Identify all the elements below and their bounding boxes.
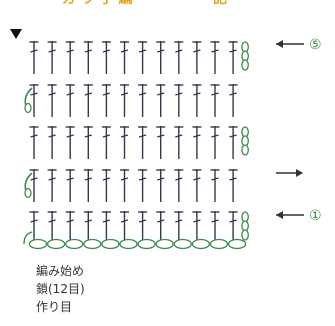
arrow-head-right: [296, 169, 303, 177]
double-crochet-stitch: [101, 41, 111, 74]
row-number-label: ①: [309, 208, 322, 224]
double-crochet-stitch: [192, 84, 202, 117]
double-crochet-stitch: [83, 211, 93, 244]
foundation-label-line2: 鎖(12目): [36, 282, 85, 296]
double-crochet-stitch: [101, 126, 111, 159]
double-crochet-stitch: [83, 169, 93, 202]
double-crochet-stitch: [192, 126, 202, 159]
double-crochet-stitch: [138, 211, 148, 244]
turning-chain: [241, 229, 249, 241]
foundation-label-line1: 編み始め: [36, 264, 85, 278]
double-crochet-stitch: [120, 211, 129, 244]
double-crochet-stitch: [174, 84, 184, 117]
double-crochet-stitch: [210, 211, 220, 244]
double-crochet-stitch: [210, 126, 220, 159]
double-crochet-stitch: [156, 126, 166, 159]
double-crochet-stitch: [47, 84, 57, 117]
double-crochet-stitch: [47, 169, 57, 202]
double-crochet-stitch: [120, 169, 129, 202]
double-crochet-stitch: [192, 41, 202, 74]
double-crochet-stitch: [156, 211, 166, 244]
double-crochet-stitch: [47, 126, 57, 159]
double-crochet-stitch: [228, 126, 238, 159]
foundation-chain-stitch: [191, 238, 211, 250]
arrow-head-left: [276, 211, 283, 219]
double-crochet-stitch: [174, 169, 184, 202]
foundation-chain-stitch: [83, 238, 102, 250]
turning-chain: [241, 59, 249, 71]
double-crochet-stitch: [228, 211, 238, 244]
double-crochet-stitch: [83, 41, 93, 74]
double-crochet-stitch: [101, 84, 111, 117]
double-crochet-stitch: [29, 211, 39, 244]
double-crochet-stitch: [228, 84, 238, 117]
double-crochet-stitch: [65, 126, 75, 159]
double-crochet-stitch: [47, 41, 57, 74]
foundation-chain-stitch: [46, 238, 66, 250]
double-crochet-stitch: [228, 169, 238, 202]
double-crochet-stitch: [138, 84, 148, 117]
double-crochet-stitch: [174, 41, 184, 74]
double-crochet-stitch: [228, 41, 238, 74]
foundation-chain-stitch: [28, 238, 48, 250]
double-crochet-stitch: [47, 211, 57, 244]
foundation-chain-stitch: [227, 238, 247, 250]
foundation-chain-stitch: [173, 238, 192, 250]
double-crochet-stitch: [156, 84, 166, 117]
foundation-label: 編み始め 鎖(12目) 作り目: [36, 262, 85, 316]
double-crochet-stitch: [120, 84, 129, 117]
double-crochet-stitch: [138, 41, 148, 74]
double-crochet-stitch: [120, 41, 129, 74]
double-crochet-stitch: [29, 126, 39, 159]
double-crochet-stitch: [29, 84, 39, 117]
double-crochet-stitch: [210, 41, 220, 74]
foundation-chain-end: [23, 231, 33, 245]
double-crochet-stitch: [156, 41, 166, 74]
arrow-head-left: [276, 40, 283, 48]
double-crochet-stitch: [192, 211, 202, 244]
double-crochet-stitch: [65, 41, 75, 74]
double-crochet-stitch: [192, 169, 202, 202]
foundation-chain-stitch: [155, 238, 174, 250]
foundation-chain-stitch: [209, 238, 229, 250]
foundation-label-line3: 作り目: [36, 300, 73, 314]
double-crochet-stitch: [138, 169, 148, 202]
row-number-label: ⑤: [309, 37, 322, 53]
double-crochet-stitch: [29, 41, 39, 74]
turning-chain: [24, 187, 32, 199]
start-marker-triangle: [10, 29, 22, 39]
double-crochet-stitch: [210, 84, 220, 117]
double-crochet-stitch: [138, 126, 148, 159]
double-crochet-stitch: [65, 211, 75, 244]
double-crochet-stitch: [83, 126, 93, 159]
foundation-chain-stitch: [119, 238, 138, 250]
double-crochet-stitch: [83, 84, 93, 117]
double-crochet-stitch: [174, 126, 184, 159]
foundation-chain-stitch: [137, 238, 156, 250]
foundation-chain-stitch: [65, 238, 84, 250]
double-crochet-stitch: [174, 211, 184, 244]
double-crochet-stitch: [101, 211, 111, 244]
double-crochet-stitch: [156, 169, 166, 202]
header-title-partial: ガ ラ 手 編 ― ― ― ― 記: [62, 0, 227, 7]
double-crochet-stitch: [29, 169, 39, 202]
turning-chain: [241, 144, 249, 156]
double-crochet-stitch: [65, 84, 75, 117]
double-crochet-stitch: [210, 169, 220, 202]
double-crochet-stitch: [120, 126, 129, 159]
turning-chain: [24, 102, 32, 114]
double-crochet-stitch: [65, 169, 75, 202]
foundation-chain-stitch: [101, 238, 120, 250]
double-crochet-stitch: [101, 169, 111, 202]
